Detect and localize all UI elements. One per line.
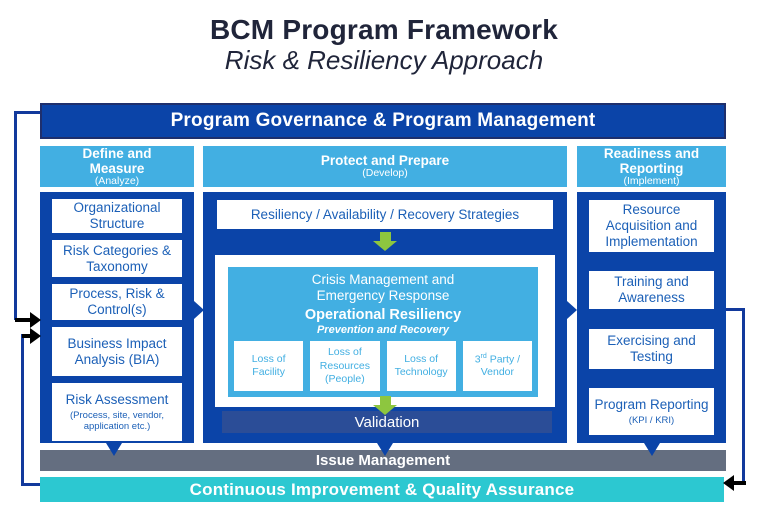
- box-third-party-vendor: 3rd Party / Vendor: [462, 341, 532, 392]
- box-label: Business Impact Analysis (BIA): [67, 335, 167, 367]
- feedback-arrow-icon: [723, 475, 734, 491]
- crisis-management-box: Crisis Management and Emergency Response…: [228, 267, 538, 397]
- page-subtitle: Risk & Resiliency Approach: [224, 45, 544, 76]
- arrow-head: [373, 241, 397, 251]
- flow-arrow-middle-to-right-icon: [567, 301, 577, 319]
- header-protect-title: Protect and Prepare: [320, 153, 450, 169]
- header-readiness-subtitle: (Implement): [623, 174, 680, 187]
- right-loop-line: [742, 308, 745, 481]
- box-label: Resource Acquisition and Implementation: [605, 202, 698, 249]
- define-measure-container: Organizational Structure Risk Categories…: [40, 192, 194, 443]
- down-arrow-right-column-icon: [644, 443, 660, 456]
- box-program-reporting: Program Reporting (KPI / KRI): [589, 387, 714, 435]
- feedback-arrow-icon: [734, 481, 746, 485]
- down-arrow-middle-column-icon: [377, 443, 393, 456]
- validation-label: Validation: [354, 413, 420, 431]
- box-risk-assessment: Risk Assessment (Process, site, vendor, …: [52, 383, 182, 441]
- box-label: Risk Categories & Taxonomy: [62, 242, 172, 274]
- continuous-improvement-label: Continuous Improvement & Quality Assuran…: [189, 479, 575, 499]
- crisis-title-line1: Crisis Management and: [311, 272, 455, 287]
- crisis-panel: Crisis Management and Emergency Response…: [215, 255, 555, 407]
- crisis-title-line2: Emergency Response: [316, 288, 450, 304]
- box-business-impact-analysis: Business Impact Analysis (BIA): [52, 327, 182, 376]
- box-note: (Process, site, vendor, application etc.…: [70, 409, 164, 432]
- continuous-improvement-bar: Continuous Improvement & Quality Assuran…: [40, 477, 724, 502]
- arrow-shaft: [379, 232, 391, 241]
- diagram-title-block: BCM Program Framework Risk & Resiliency …: [0, 14, 768, 76]
- box-risk-categories-taxonomy: Risk Categories & Taxonomy: [52, 240, 182, 277]
- box-label: Resiliency / Availability / Recovery Str…: [250, 207, 520, 222]
- validation-bar: Validation: [222, 411, 552, 433]
- protect-prepare-container: Resiliency / Availability / Recovery Str…: [203, 192, 567, 443]
- box-resiliency-strategies: Resiliency / Availability / Recovery Str…: [217, 200, 553, 229]
- header-protect-subtitle: (Develop): [362, 167, 408, 180]
- box-training-awareness: Training and Awareness: [589, 271, 714, 310]
- page-title: BCM Program Framework: [209, 14, 559, 45]
- box-loss-of-technology: Loss of Technology: [386, 341, 456, 392]
- arrow-shaft: [379, 396, 391, 405]
- box-loss-of-facility: Loss of Facility: [234, 341, 304, 392]
- box-label: 3rd Party / Vendor: [474, 352, 521, 379]
- down-arrow-icon: [373, 396, 397, 415]
- issue-management-bar: Issue Management: [40, 450, 726, 471]
- program-governance-label: Program Governance & Program Management: [170, 110, 596, 131]
- feedback-arrow-icon: [30, 328, 41, 344]
- box-label: Organizational Structure: [73, 200, 161, 231]
- box-loss-of-resources: Loss of Resources (People): [310, 341, 380, 392]
- flow-arrow-left-to-middle-icon: [194, 301, 204, 319]
- box-label: Training and Awareness: [614, 274, 689, 306]
- arrow-head: [373, 405, 397, 415]
- box-process-risk-controls: Process, Risk & Control(s): [52, 284, 182, 320]
- box-label: Process, Risk & Control(s): [69, 286, 165, 317]
- feedback-arrow-icon: [30, 312, 41, 328]
- header-protect-and-prepare: Protect and Prepare (Develop): [203, 146, 567, 187]
- box-label: Risk Assessment: [65, 391, 169, 407]
- program-governance-bar: Program Governance & Program Management: [40, 103, 726, 139]
- box-label: Program Reporting: [594, 396, 709, 412]
- box-organizational-structure: Organizational Structure: [52, 199, 182, 233]
- down-arrow-icon: [373, 232, 397, 251]
- box-label: Loss of Facility: [251, 352, 286, 379]
- header-readiness-and-reporting: Readiness and Reporting (Implement): [577, 146, 726, 187]
- box-label: Exercising and Testing: [607, 332, 696, 364]
- header-define-and-measure: Define and Measure (Analyze): [40, 146, 194, 187]
- box-exercising-testing: Exercising and Testing: [589, 328, 714, 369]
- box-resource-acquisition: Resource Acquisition and Implementation: [589, 200, 714, 252]
- improvement-loop-line: [21, 483, 40, 486]
- box-note: (KPI / KRI): [628, 414, 675, 426]
- down-arrow-left-column-icon: [106, 443, 122, 456]
- loss-scenarios-row: Loss of Facility Loss of Resources (Peop…: [228, 341, 538, 392]
- feedback-arrow-icon: [22, 334, 30, 338]
- box-label: Loss of Technology: [394, 352, 448, 379]
- feedback-arrow-icon: [15, 318, 30, 322]
- governance-loop-line: [14, 111, 40, 114]
- header-readiness-title: Readiness and Reporting: [603, 145, 700, 176]
- improvement-loop-line: [21, 334, 24, 486]
- issue-management-label: Issue Management: [315, 452, 451, 469]
- readiness-reporting-container: Resource Acquisition and Implementation …: [577, 192, 726, 443]
- box-label: Loss of Resources (People): [319, 346, 370, 385]
- prevention-recovery-label: Prevention and Recovery: [316, 323, 450, 336]
- header-define-subtitle: (Analyze): [94, 174, 140, 187]
- right-loop-line: [726, 308, 745, 311]
- governance-loop-line: [14, 111, 17, 320]
- header-define-title: Define and Measure: [82, 145, 152, 176]
- operational-resiliency-label: Operational Resiliency: [304, 306, 462, 323]
